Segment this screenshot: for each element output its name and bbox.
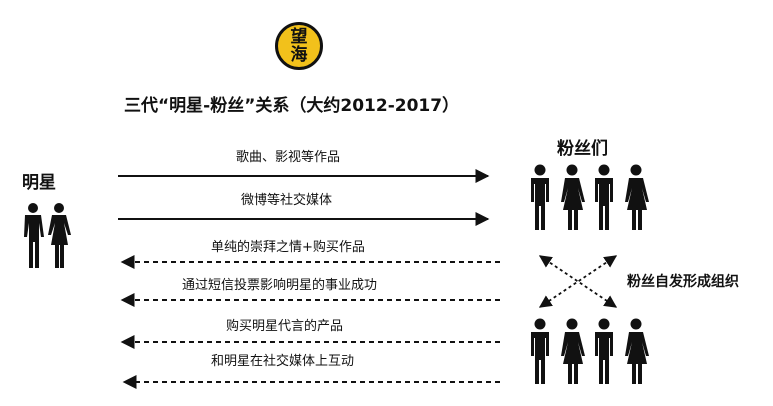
logo-seal: 望 海 — [275, 22, 323, 70]
man-woman-icon — [24, 203, 71, 268]
diagram-title: 三代“明星-粉丝”关系（大约2012-2017） — [124, 96, 460, 116]
fan-org-label: 粉丝自发形成组织 — [627, 274, 739, 290]
logo-char-2: 海 — [290, 45, 308, 65]
stars-label: 明星 — [22, 173, 56, 193]
people-group-icon — [531, 164, 649, 230]
fans-label: 粉丝们 — [557, 139, 608, 159]
arrow-label-5: 购买明星代言的产品 — [226, 319, 344, 334]
arrow-label-6: 和明星在社交媒体上互动 — [211, 354, 355, 369]
arrow-label-1: 歌曲、影视等作品 — [236, 150, 341, 165]
arrow-label-4: 通过短信投票影响明星的事业成功 — [182, 278, 378, 293]
arrow-label-3: 单纯的崇拜之情+购买作品 — [211, 240, 365, 255]
people-group-icon — [531, 318, 649, 384]
logo-char-1: 望 — [290, 27, 308, 47]
arrow-label-2: 微博等社交媒体 — [241, 193, 333, 208]
